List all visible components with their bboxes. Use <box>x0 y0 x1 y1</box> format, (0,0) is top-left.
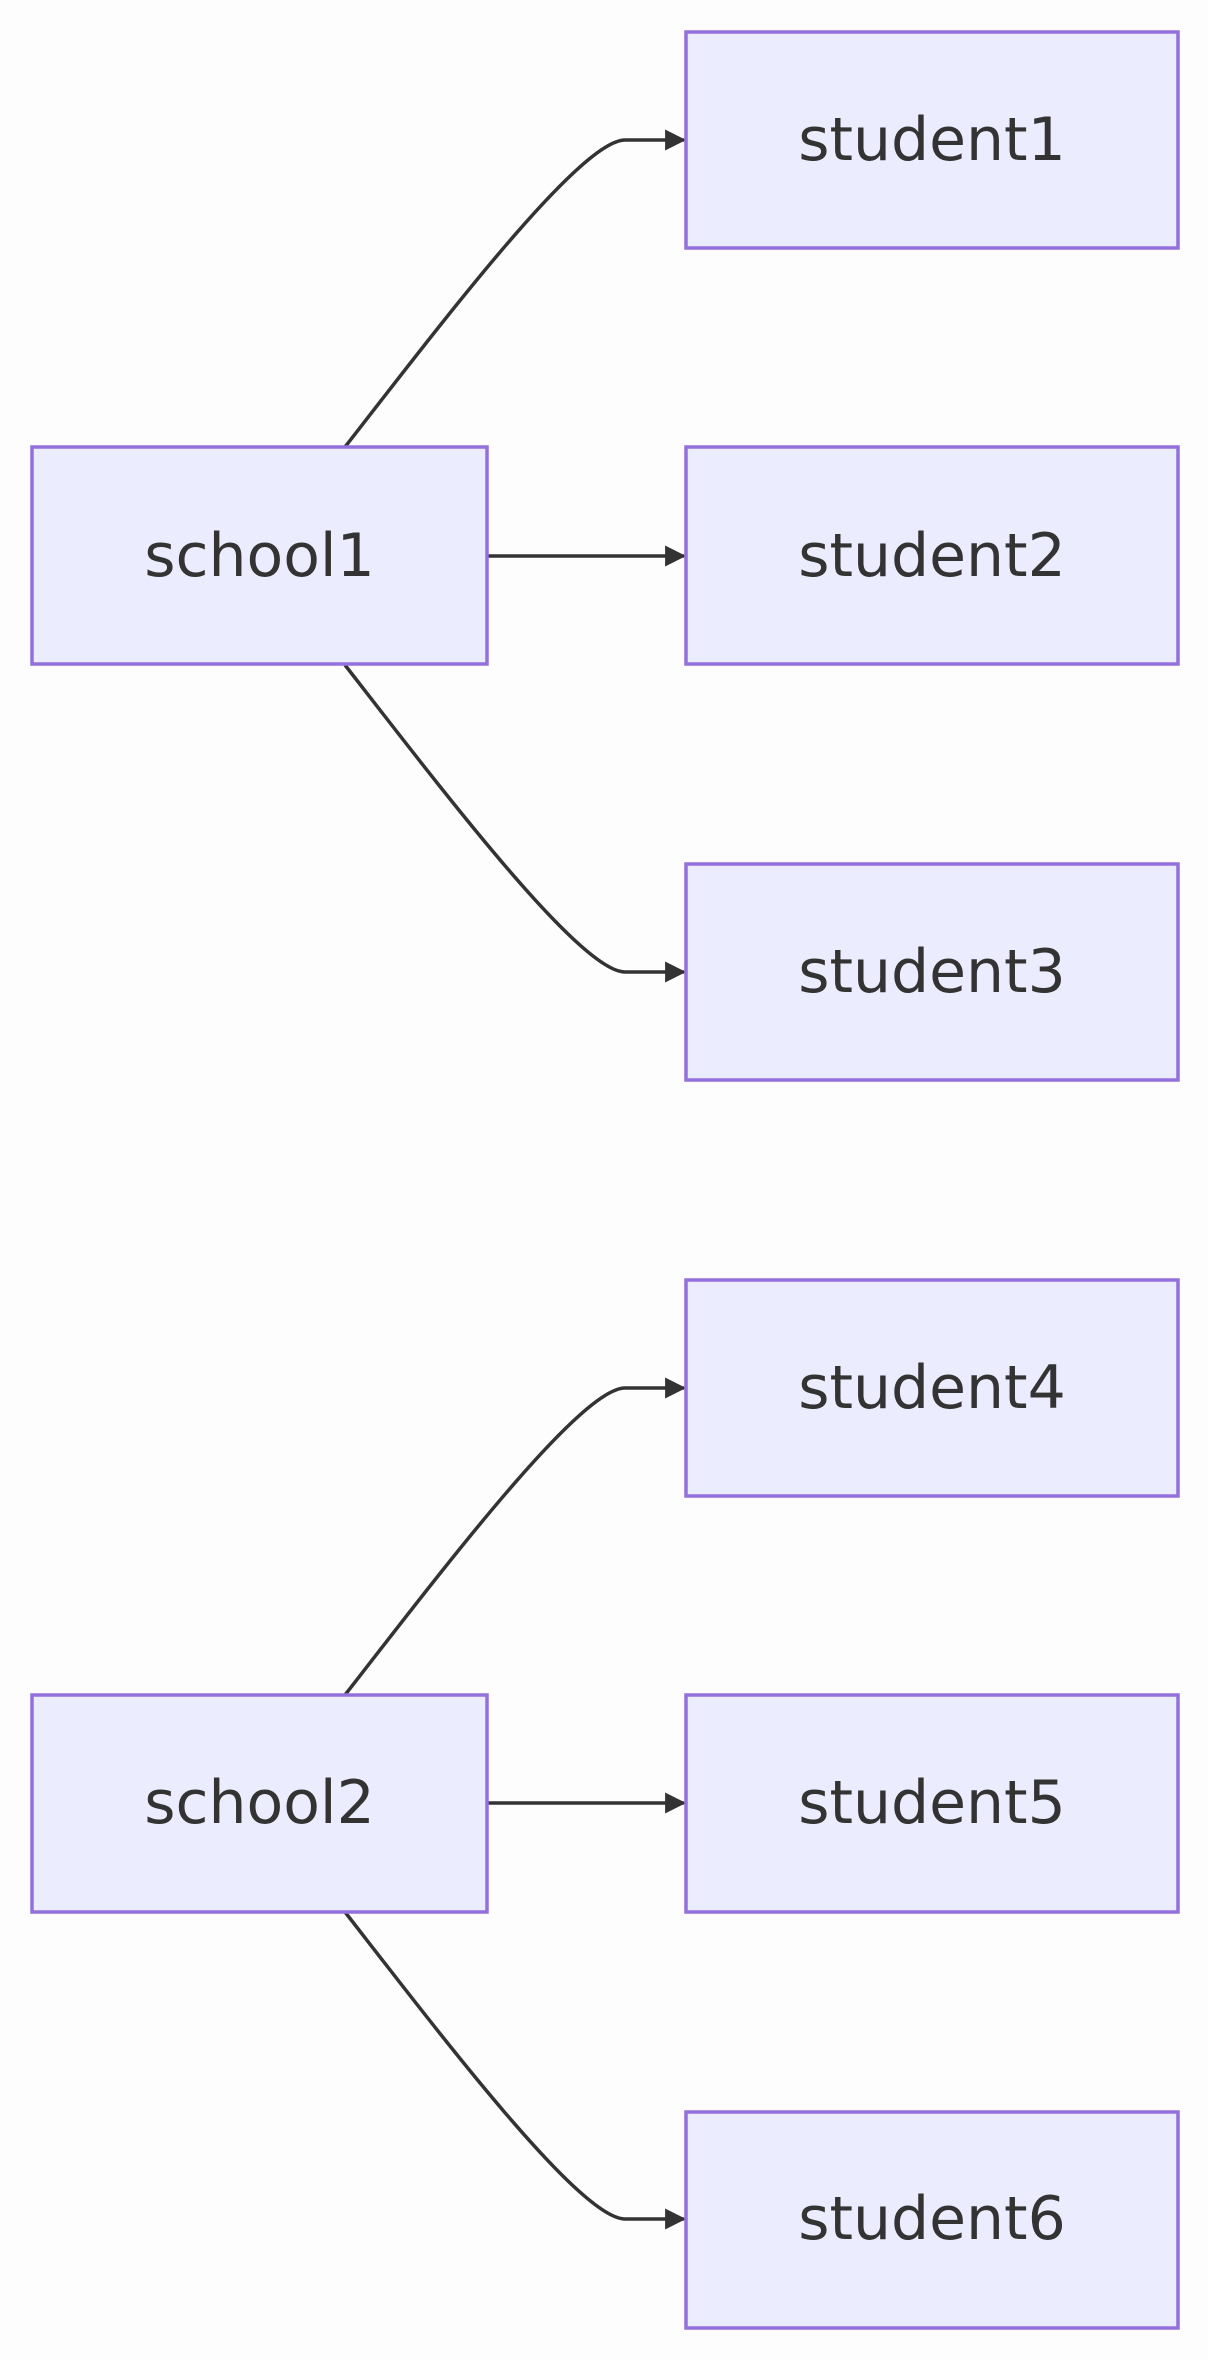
edge-school2-student4 <box>343 1377 687 1697</box>
node-label: school1 <box>144 521 375 591</box>
node-student4[interactable]: student4 <box>684 1278 1180 1498</box>
node-student2[interactable]: student2 <box>684 445 1180 666</box>
node-student3[interactable]: student3 <box>684 862 1180 1082</box>
node-label: student6 <box>798 2184 1066 2254</box>
node-label: student1 <box>798 105 1066 175</box>
node-student5[interactable]: student5 <box>684 1693 1180 1914</box>
node-label: school2 <box>144 1768 375 1838</box>
node-label: student5 <box>798 1768 1066 1838</box>
edge-school1-student3 <box>343 663 687 983</box>
edge-school2-student6 <box>343 1910 687 2230</box>
node-label: student3 <box>798 937 1066 1007</box>
edges-group <box>343 129 687 2230</box>
node-label: student2 <box>798 521 1066 591</box>
node-school1[interactable]: school1 <box>30 445 489 666</box>
node-student6[interactable]: student6 <box>684 2110 1180 2330</box>
node-student1[interactable]: student1 <box>684 30 1180 250</box>
node-school2[interactable]: school2 <box>30 1693 489 1914</box>
node-label: student4 <box>798 1353 1066 1423</box>
edge-school1-student1 <box>343 129 687 449</box>
